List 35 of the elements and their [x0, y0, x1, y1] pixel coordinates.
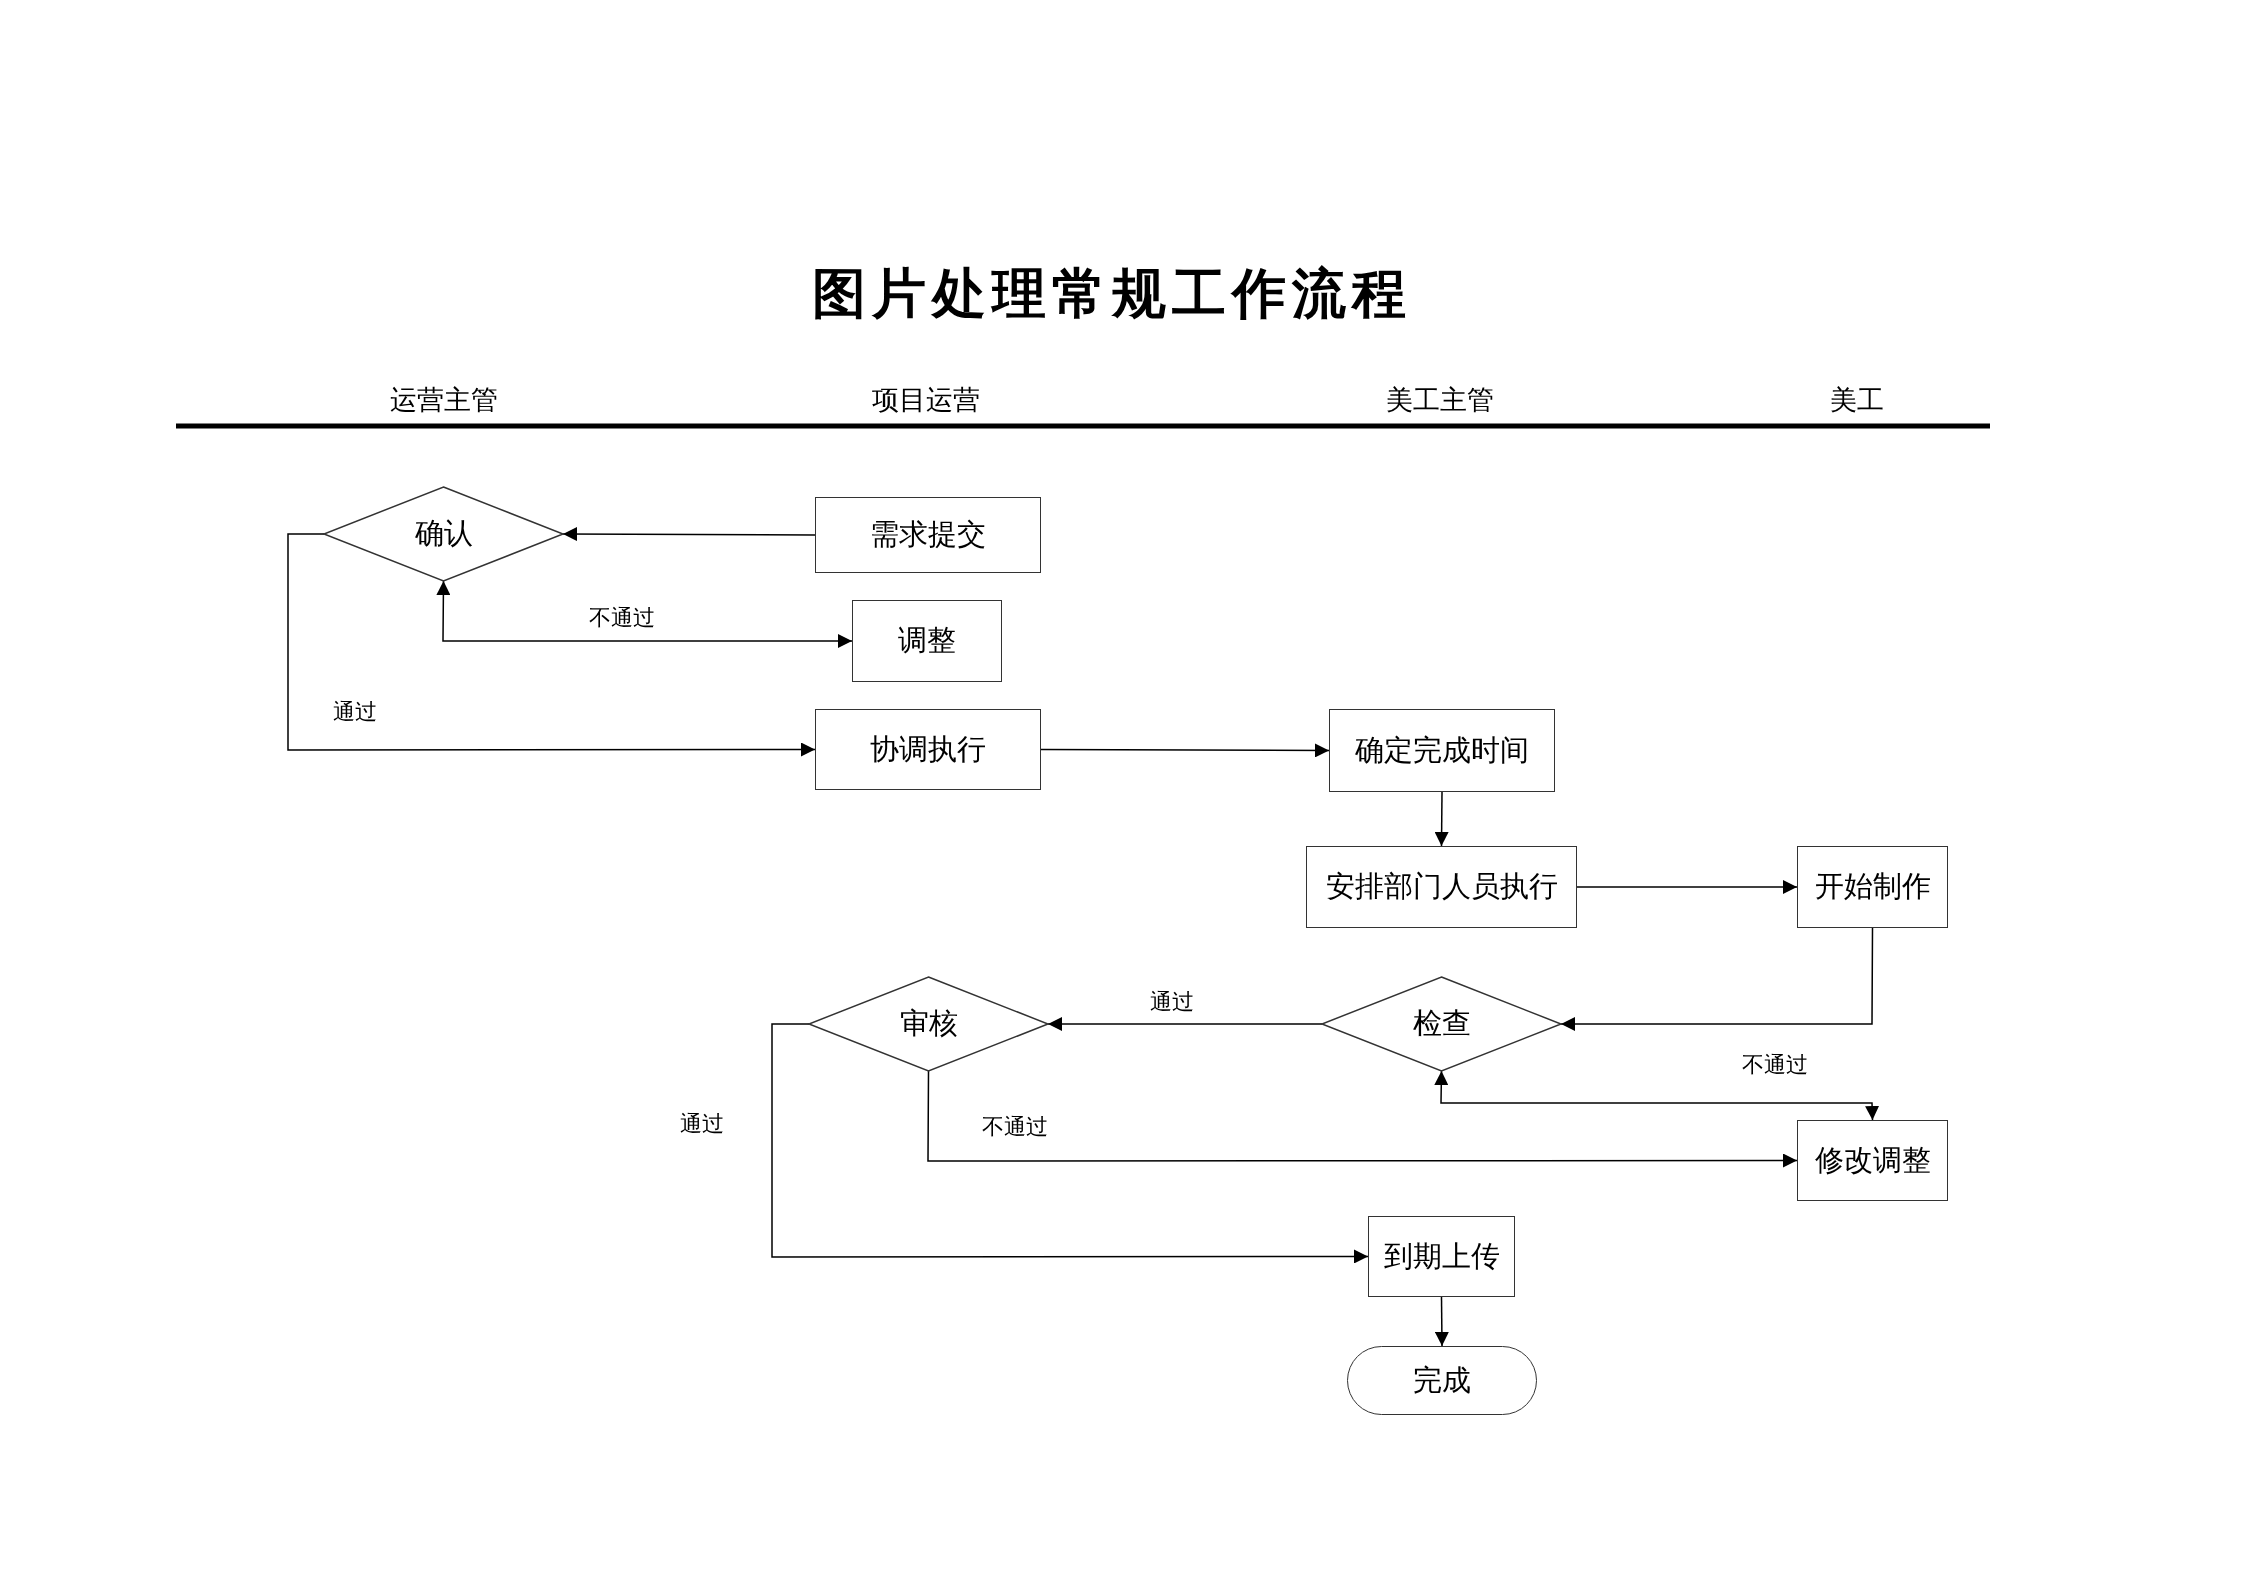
edge-label: 不通过: [587, 606, 657, 631]
process-box: 到期上传: [1368, 1216, 1515, 1297]
arrow: [436, 580, 853, 648]
process-box: 需求提交: [815, 497, 1041, 573]
lane-header: 项目运营: [872, 384, 980, 417]
lane-header: 运营主管: [390, 384, 498, 417]
arrow: [927, 1070, 1798, 1168]
arrow: [1040, 743, 1330, 758]
edge-label: 通过: [678, 1112, 726, 1137]
decision-diamond: 确认: [324, 487, 563, 581]
arrow: [287, 533, 816, 757]
lane-header: 美工: [1830, 384, 1884, 417]
arrow: [1434, 1070, 1880, 1121]
decision-diamond: 审核: [809, 977, 1048, 1071]
decision-diamond: 检查: [1322, 977, 1561, 1071]
title: 图片处理常规工作流程: [812, 263, 1412, 326]
edge-label: 通过: [331, 700, 379, 725]
process-box: 修改调整: [1797, 1120, 1948, 1201]
arrow: [1560, 927, 1874, 1031]
arrow: [1434, 1296, 1449, 1347]
arrow: [1576, 880, 1798, 894]
process-box: 安排部门人员执行: [1306, 846, 1577, 928]
arrow: [1047, 1017, 1323, 1031]
process-box: 开始制作: [1797, 846, 1948, 928]
edge-label: 通过: [1148, 990, 1196, 1015]
process-box: 调整: [852, 600, 1002, 682]
edge-label: 不通过: [980, 1115, 1050, 1140]
process-box: 协调执行: [815, 709, 1041, 790]
lane-header: 美工主管: [1386, 384, 1494, 417]
arrow: [771, 1023, 1369, 1264]
arrow: [562, 527, 816, 542]
process-box: 确定完成时间: [1329, 709, 1555, 792]
edge-label: 不通过: [1740, 1053, 1810, 1078]
terminal-box: 完成: [1347, 1346, 1537, 1415]
arrow: [1434, 791, 1449, 847]
